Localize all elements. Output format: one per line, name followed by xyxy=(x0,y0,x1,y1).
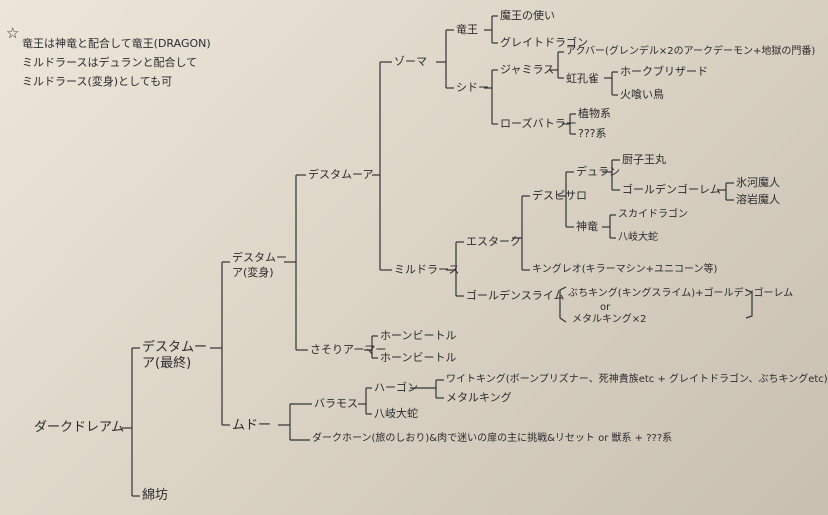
node-esterk: エスターク xyxy=(466,235,521,248)
node-sky-dragon: スカイドラゴン xyxy=(618,209,688,220)
node-yamata-orochi-1: 八岐大蛇 xyxy=(618,232,658,243)
node-golden-slime-recipe-2: メタルキング×2 xyxy=(572,314,647,325)
node-golden-slime-recipe-1: ぶちキング(キングスライム)+ゴールデンゴーレム xyxy=(568,288,794,299)
star-mark: ☆ xyxy=(6,24,20,42)
node-rose-battler: ローズバトラー xyxy=(500,117,577,130)
node-hawk-blizzard: ホークブリザード xyxy=(620,65,708,78)
node-yogan-majin: 溶岩魔人 xyxy=(736,193,780,206)
node-despisaro: デスピサロ xyxy=(532,189,587,202)
node-hyoga-majin: 氷河魔人 xyxy=(736,176,780,189)
note-line-1: 竜王は神竜と配合して竜王(DRAGON) xyxy=(22,37,211,50)
node-ryuo: 竜王 xyxy=(456,23,478,36)
node-shido: シドー xyxy=(456,81,489,94)
node-dark-dream: ダークドレアム xyxy=(34,420,125,435)
node-great-dragon-1: グレイトドラゴン xyxy=(500,36,588,49)
tree-connector-lines xyxy=(122,15,753,497)
node-desutamua-henshin: デスタムーア(変身) xyxy=(232,251,287,279)
node-akuba: アクバー(グレンデル×2のアークデーモン+地獄の門番) xyxy=(566,46,816,57)
node-mudo: ムドー xyxy=(232,418,272,433)
node-baramos: バラモス xyxy=(314,397,358,410)
node-dark-horn: ダークホーン(旅のしおり)&肉で迷いの扉の主に挑戦&リセット or 獣系 + ?… xyxy=(312,433,673,444)
node-maou-no-tsukai: 魔王の使い xyxy=(500,9,555,22)
node-desutamua: デスタムーア xyxy=(308,168,374,181)
node-zushiomaru: 厨子王丸 xyxy=(622,153,666,166)
node-king-leo: キングレオ(キラーマシン+ユニコーン等) xyxy=(532,264,718,275)
node-mildras: ミルドラース xyxy=(394,263,460,276)
node-golden-slime: ゴールデンスライム xyxy=(466,289,565,302)
node-zoma: ゾーマ xyxy=(394,55,427,68)
note-line-3: ミルドラース(変身)としても可 xyxy=(22,75,173,88)
node-wight-king: ワイトキング(ボーンプリズナー、死神貴族etc + グレイトドラゴン、ぶちキング… xyxy=(446,374,828,385)
node-horn-beetle-1: ホーンビートル xyxy=(380,329,457,342)
node-desutamua-final: デスタムーア(最終) xyxy=(142,340,208,371)
node-hargon: ハーゴン xyxy=(374,381,418,394)
node-sasori-armor: さそりアーマー xyxy=(310,343,387,356)
node-yamata-orochi-2: 八岐大蛇 xyxy=(374,407,418,420)
node-golden-golem: ゴールデンゴーレム xyxy=(622,183,721,196)
node-nijikujaku: 虹孔雀 xyxy=(566,72,599,85)
node-horn-beetle-2: ホーンビートル xyxy=(380,351,457,364)
node-plant-type: 植物系 xyxy=(578,107,611,120)
node-duran: デュラン xyxy=(576,165,620,178)
note-line-2: ミルドラースはデュランと配合して xyxy=(22,56,198,69)
node-watabou: 綿坊 xyxy=(142,488,169,503)
node-jamirasu: ジャミラス xyxy=(500,63,555,76)
node-shinryu: 神竜 xyxy=(576,220,598,233)
notebook-page: ☆ 竜王は神竜と配合して竜王(DRAGON) ミルドラースはデュランと配合して … xyxy=(6,9,828,503)
node-hikui-dori: 火喰い鳥 xyxy=(620,88,664,101)
node-metal-king: メタルキング xyxy=(446,391,512,404)
node-golden-slime-or: or xyxy=(600,302,611,313)
node-unknown-type-1: ???系 xyxy=(578,127,607,140)
